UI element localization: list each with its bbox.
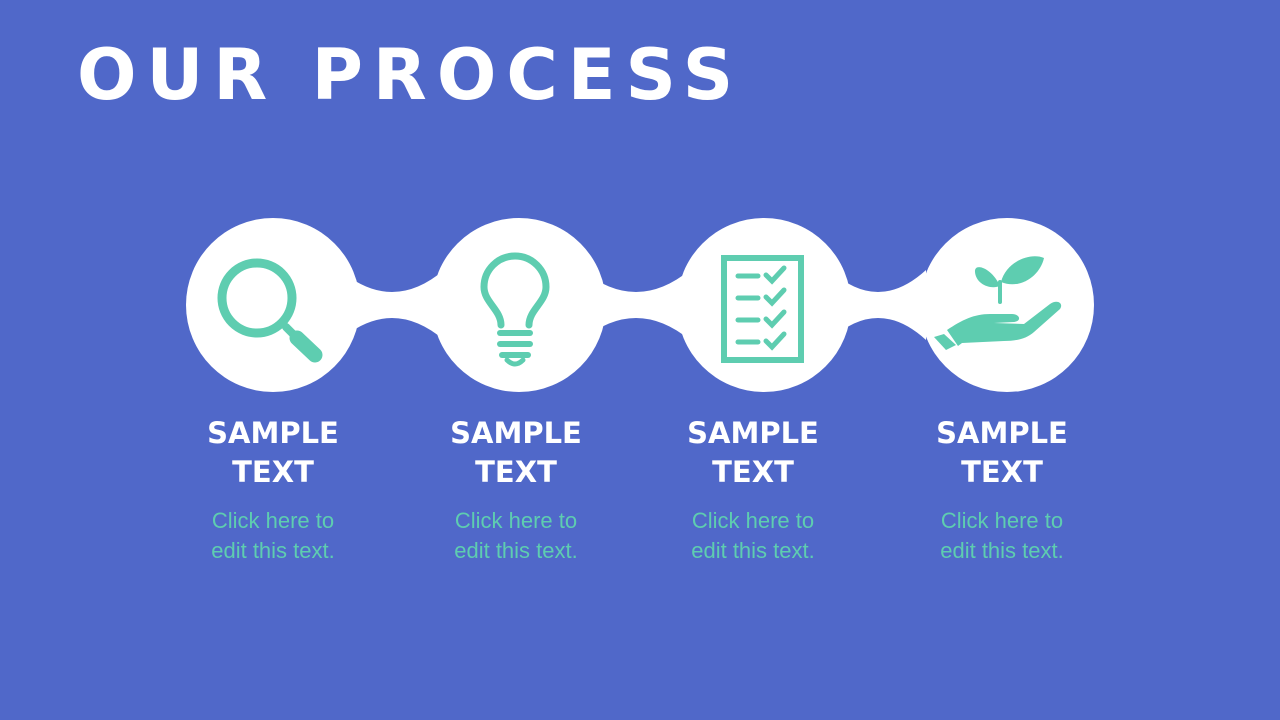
step-3-text: SAMPLE TEXT Click here to edit this text… [633, 414, 873, 566]
step-heading[interactable]: SAMPLE TEXT [936, 416, 1068, 489]
connector-1-2 [340, 270, 444, 340]
step-circle-2 [432, 218, 606, 392]
step-circle-1 [186, 218, 360, 392]
step-description[interactable]: Click here to edit this text. [940, 508, 1064, 563]
step-2-text: SAMPLE TEXT Click here to edit this text… [396, 414, 636, 566]
step-heading[interactable]: SAMPLE TEXT [687, 416, 819, 489]
step-description[interactable]: Click here to edit this text. [454, 508, 578, 563]
step-heading[interactable]: SAMPLE TEXT [450, 416, 582, 489]
step-1-text: SAMPLE TEXT Click here to edit this text… [153, 414, 393, 566]
checklist-icon [721, 255, 804, 363]
step-description[interactable]: Click here to edit this text. [211, 508, 335, 563]
step-circle-4 [920, 218, 1094, 392]
connector-2-3 [582, 270, 690, 340]
step-circle-3 [677, 218, 851, 392]
slide-title: OUR PROCESS [77, 34, 744, 116]
step-description[interactable]: Click here to edit this text. [691, 508, 815, 563]
connector-3-4 [830, 270, 926, 340]
step-heading[interactable]: SAMPLE TEXT [207, 416, 339, 489]
lightbulb-icon [480, 252, 550, 367]
hand-with-plant-icon [934, 256, 1062, 350]
magnifying-glass-icon [217, 258, 323, 363]
process-shape [186, 218, 1094, 392]
step-4-text: SAMPLE TEXT Click here to edit this text… [882, 414, 1122, 566]
